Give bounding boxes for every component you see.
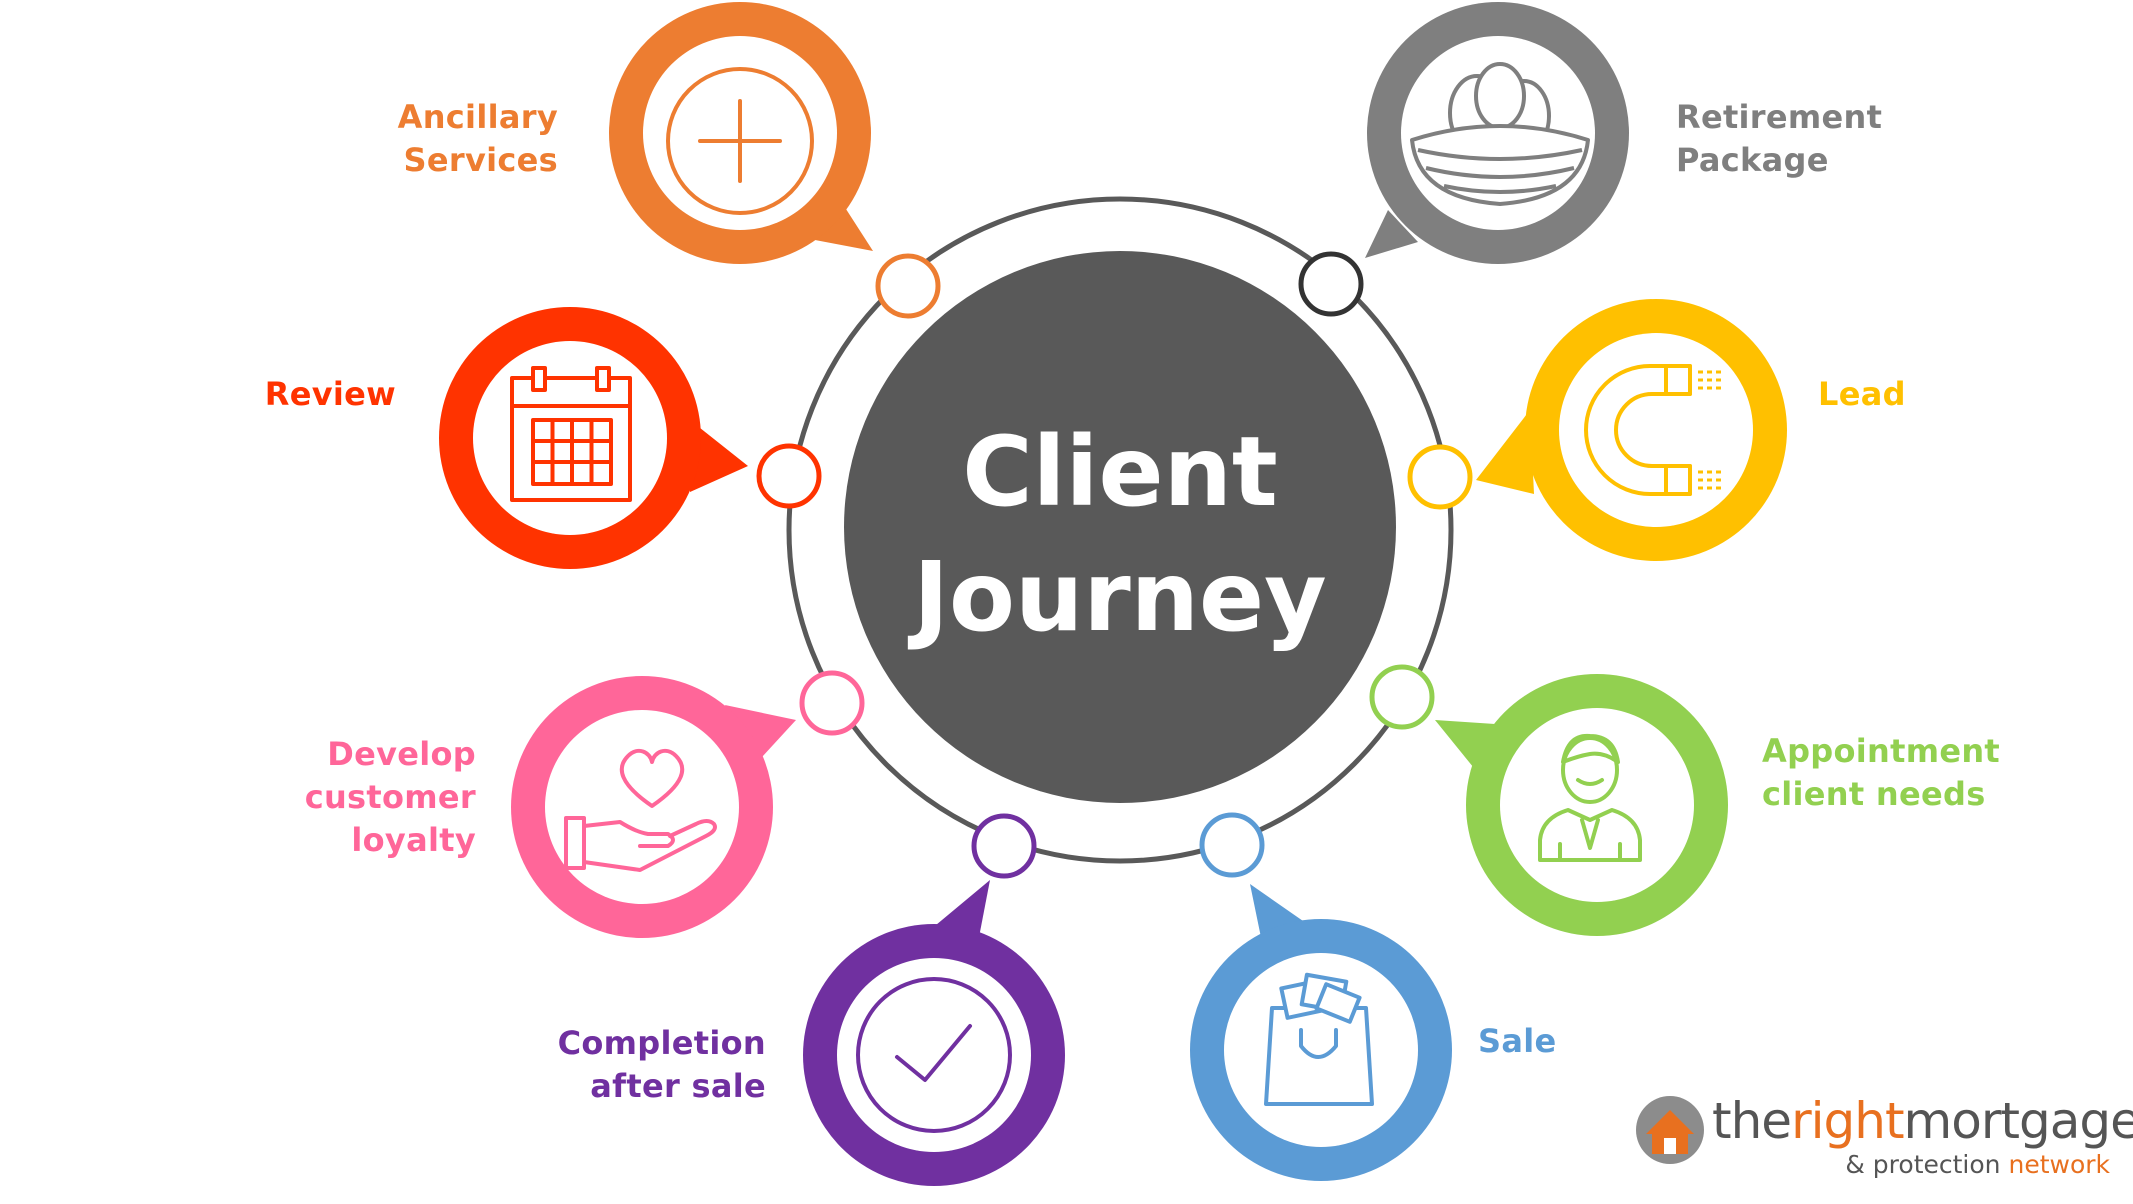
logo-tagline: & protection network bbox=[1845, 1150, 2110, 1179]
shopping-bag-icon bbox=[1264, 972, 1374, 1106]
stage-bubble-develop-customer-loyalty bbox=[511, 676, 796, 938]
ring-node-retirement-package bbox=[1298, 251, 1364, 317]
heart-in-hand-icon bbox=[564, 748, 717, 872]
magnet-icon bbox=[1584, 364, 1724, 496]
ring-node-review bbox=[756, 443, 822, 509]
ring-node-appointment-client-needs bbox=[1369, 664, 1435, 730]
stage-bubble-completion-after-sale bbox=[803, 880, 1065, 1186]
brand-logo: therightmortgage & protection network bbox=[1630, 1090, 2133, 1190]
label-review: Review bbox=[264, 375, 396, 413]
ring-node-lead bbox=[1407, 444, 1473, 510]
ring-node-sale bbox=[1199, 812, 1265, 878]
center-title-line2: Journey bbox=[907, 541, 1326, 653]
label-lead: Lead bbox=[1818, 375, 1906, 413]
ring-node-completion-after-sale bbox=[971, 813, 1037, 879]
plus-circle-icon bbox=[666, 67, 814, 215]
ring-node-ancillary-services bbox=[875, 253, 941, 319]
checkmark-circle-icon bbox=[856, 977, 1012, 1133]
stage-bubble-appointment-client-needs bbox=[1435, 674, 1728, 936]
journey-ring bbox=[786, 196, 1454, 864]
stage-bubble-retirement-package bbox=[1365, 2, 1629, 264]
logo-wordmark: therightmortgage bbox=[1712, 1092, 2133, 1150]
label-sale: Sale bbox=[1478, 1022, 1557, 1060]
center-title-line1: Client bbox=[962, 416, 1278, 528]
ring-node-develop-customer-loyalty bbox=[799, 670, 865, 736]
stage-bubble-review bbox=[439, 307, 748, 569]
businessman-icon bbox=[1538, 733, 1642, 862]
house-logo-icon bbox=[1636, 1096, 1704, 1164]
stage-bubble-sale bbox=[1190, 884, 1452, 1181]
center-disc bbox=[844, 251, 1396, 803]
nest-eggs-icon bbox=[1410, 62, 1590, 206]
calendar-icon bbox=[510, 366, 632, 502]
stage-bubble-ancillary-services bbox=[609, 2, 873, 264]
stage-bubble-lead bbox=[1476, 299, 1787, 561]
